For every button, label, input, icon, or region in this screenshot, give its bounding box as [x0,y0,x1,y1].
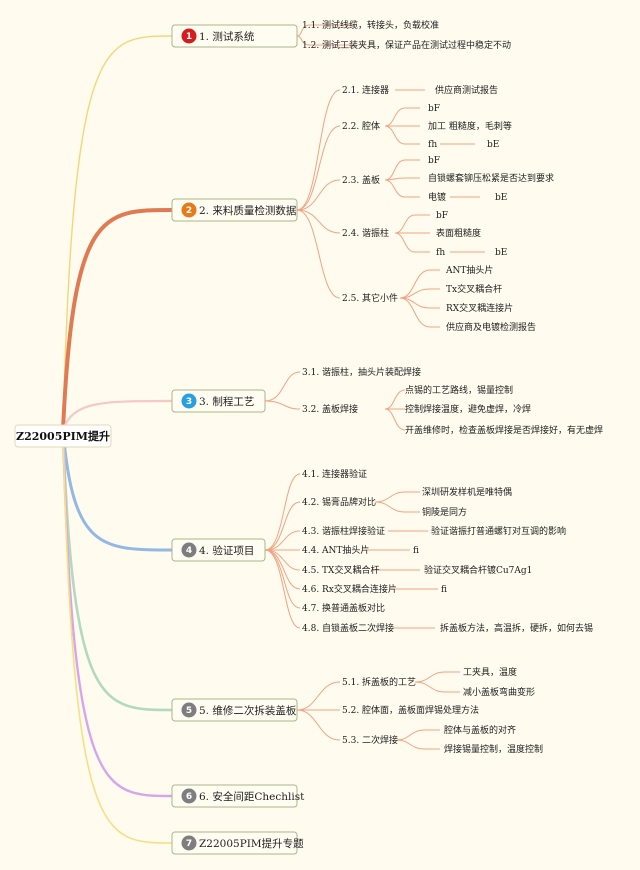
number-badge-text-3: 3 [186,397,192,407]
branch-node-3[interactable]: 3 3. 制程工艺 [171,389,266,413]
node-2-5b[interactable]: Tx交叉耦合杆 [446,283,502,295]
branch-box-1 [171,24,298,48]
branch-node-2[interactable]: 2 2. 来料质量检测数据 [171,198,298,222]
branch-box-2 [171,198,298,222]
node-5-3b[interactable]: 焊接锡量控制，温度控制 [444,743,543,755]
node-3-2[interactable]: 3.2. 盖板焊接 [302,403,358,415]
node-2-4b[interactable]: 表面粗糙度 [436,227,481,239]
branch-node-6[interactable]: 6 6. 安全间距Chechlist [171,784,305,808]
number-badge-3 [181,393,197,409]
branch-curve-3 [61,399,174,432]
node-4-1[interactable]: 4.1. 连接器验证 [302,468,367,480]
number-badge-text-7: 7 [186,839,192,849]
node-4-4a[interactable]: fi [413,546,419,556]
node-5-3[interactable]: 5.3. 二次焊接 [342,734,398,746]
branch-curve-4 [61,428,174,552]
node-2-3[interactable]: 2.3. 盖板 [342,174,380,186]
node-2-2d[interactable]: bE [487,140,499,150]
branch-box-4 [171,538,266,562]
number-badge-text-4: 4 [186,546,192,556]
branch-box-3 [171,389,266,413]
node-2-1a[interactable]: 供应商测试报告 [435,84,498,96]
node-3-2a[interactable]: 点锡的工艺路线，锡量控制 [405,384,513,396]
node-5-3a[interactable]: 腔体与盖板的对齐 [444,724,516,736]
number-badge-text-2: 2 [186,206,192,216]
node-4-8[interactable]: 4.8. 自锁盖板二次焊接 [302,622,394,634]
node-2-3d[interactable]: bE [495,193,507,203]
branch-box-6 [171,784,298,808]
node-5-1[interactable]: 5.1. 拆盖板的工艺 [342,676,416,688]
branch-node-5[interactable]: 5 5. 维修二次拆装盖板 [171,698,298,722]
root-label: Z22005PIM提升 [16,429,110,443]
branch-curve-2 [61,208,174,432]
sub-labels: 1.1. 测试线缆，转接头，负载校准 1.2. 测试工装夹具，保证产品在测试过程… [302,19,603,755]
branch-label-1: 1. 测试系统 [199,30,255,43]
node-3-2c[interactable]: 开盖维修时，检查盖板焊接是否焊接好，有无虚焊 [405,424,603,436]
number-badge-2 [181,202,197,218]
branch-curve-7 [62,429,173,844]
branch-label-4: 4. 验证项目 [199,544,254,557]
node-2-3a[interactable]: bF [428,156,440,166]
node-2-4c[interactable]: fh [436,248,445,258]
node-2-3c[interactable]: 电镀 [428,191,446,203]
node-2-5[interactable]: 2.5. 其它小件 [342,292,398,304]
main-branch-curves [61,35,174,844]
branch-label-2: 2. 来料质量检测数据 [199,204,297,217]
branch-nodes: 1 1. 测试系统 2 2. 来料质量检测数据 3 3. 制程工艺 4 4. 验证项目 5 5. … [171,24,305,855]
node-2-4a[interactable]: bF [436,211,448,221]
node-4-2a[interactable]: 深圳研发样机是唯特偶 [422,486,512,498]
node-4-3[interactable]: 4.3. 谐振柱焊接验证 [302,525,385,537]
node-4-2[interactable]: 4.2. 锡膏品牌对比 [302,496,376,508]
branch-node-4[interactable]: 4 4. 验证项目 [171,538,266,562]
node-4-6a[interactable]: fi [441,585,447,595]
node-4-6[interactable]: 4.6. Rx交叉耦合连接片 [302,583,397,595]
branch-box-5 [171,698,298,722]
node-2-5a[interactable]: ANT抽头片 [445,264,493,276]
number-badge-4 [181,542,197,558]
number-badge-5 [181,702,197,718]
node-4-8a[interactable]: 拆盖板方法，高温拆，硬拆，如何去锡 [440,622,593,634]
node-2-5d[interactable]: 供应商及电镀检测报告 [446,321,536,333]
branch-label-3: 3. 制程工艺 [199,395,254,408]
node-2-2c[interactable]: fh [428,140,437,150]
node-2-2b[interactable]: 加工 粗糙度，毛刺等 [428,120,512,132]
node-4-5a[interactable]: 验证交叉耦合杆镀Cu7Ag1 [424,564,532,576]
number-badge-text-1: 1 [186,32,192,42]
node-4-2b[interactable]: 铜陵是同方 [422,506,467,518]
node-2-1[interactable]: 2.1. 连接器 [342,84,389,96]
node-4-4[interactable]: 4.4. ANT抽头片 [302,544,369,556]
node-1-2[interactable]: 1.2. 测试工装夹具，保证产品在测试过程中稳定不动 [302,39,511,51]
leaf-lines [264,24,485,750]
branch-label-7: Z22005PIM提升专题 [199,837,304,850]
number-badge-6 [181,788,197,804]
node-2-5c[interactable]: RX交叉耦连接片 [446,302,513,314]
node-2-4[interactable]: 2.4. 谐振柱 [342,227,389,239]
node-2-2[interactable]: 2.2. 腔体 [342,120,380,132]
node-1-1[interactable]: 1.1. 测试线缆，转接头，负载校准 [302,19,439,31]
node-4-7[interactable]: 4.7. 换普通盖板对比 [302,602,385,614]
number-badge-1 [181,28,197,44]
branch-box-7 [171,831,298,855]
node-2-2a[interactable]: bF [428,104,440,114]
branch-label-6: 6. 安全间距Chechlist [199,790,305,803]
node-2-4d[interactable]: bE [495,248,507,258]
node-5-1b[interactable]: 减小盖板弯曲变形 [463,686,535,698]
node-5-2[interactable]: 5.2. 腔体面，盖板面焊锡处理方法 [342,704,479,716]
node-4-5[interactable]: 4.5. TX交叉耦合杆 [302,564,379,576]
branch-label-5: 5. 维修二次拆装盖板 [199,704,297,717]
node-3-1[interactable]: 3.1. 谐振柱，抽头片装配焊接 [302,366,421,378]
number-badge-7 [181,835,197,851]
node-4-3a[interactable]: 验证谐振打普通螺钉对互调的影响 [431,525,566,537]
branch-curve-5 [61,428,174,712]
branch-node-7[interactable]: 7 Z22005PIM提升专题 [171,831,304,855]
branch-curve-1 [62,35,173,431]
branch-node-1[interactable]: 1 1. 测试系统 [171,24,298,48]
number-badge-text-6: 6 [186,792,192,802]
root-node[interactable]: Z22005PIM提升 [14,424,112,448]
node-2-3b[interactable]: 自锁螺套铆压松紧是否达到要求 [428,172,554,184]
number-badge-text-5: 5 [186,706,192,716]
node-5-1a[interactable]: 工夹具，温度 [463,666,517,678]
node-3-2b[interactable]: 控制焊接温度，避免虚焊，冷焊 [405,403,531,415]
